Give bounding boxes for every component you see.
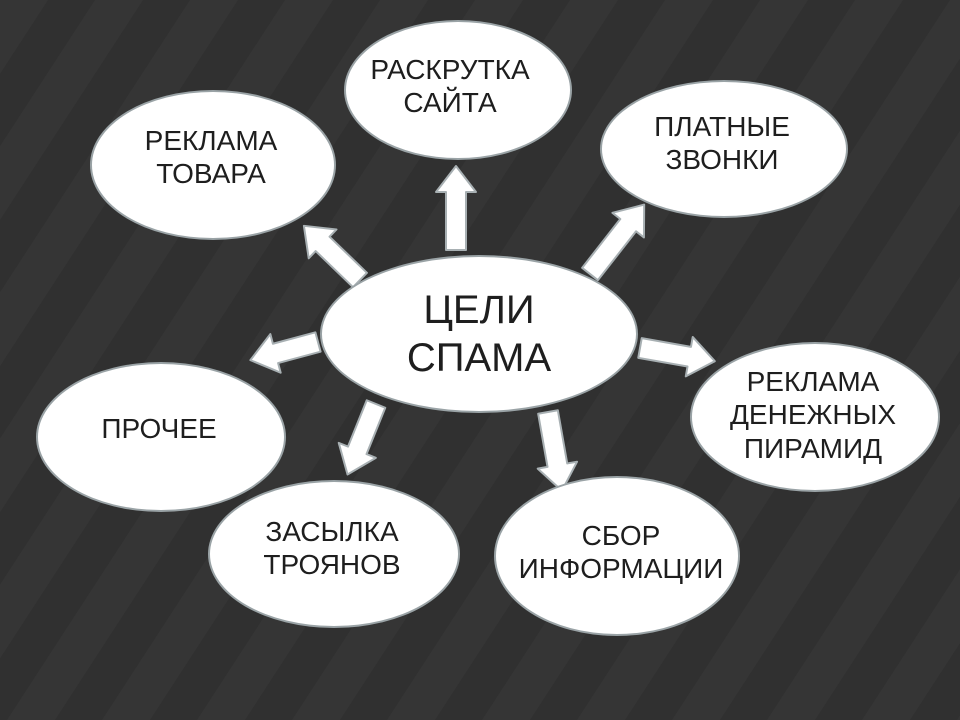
node-other: ПРОЧЕЕ [36,362,286,512]
node-pyramid-ads-line2: ДЕНЕЖНЫХ [729,399,897,431]
node-info-collection-line1: СБОР [581,519,661,551]
node-trojans-line2: ТРОЯНОВ [263,549,401,580]
arrow-to-trojans [337,399,387,476]
background-stripe [0,0,143,221]
node-site-promotion-line2: САЙТА [403,87,497,118]
node-pyramid-ads: РЕКЛАМА ДЕНЕЖНЫХ ПИРАМИД [690,342,940,492]
arrow-to-site-promotion [435,165,477,251]
background-stripe [0,0,48,74]
arrow-to-info-collection [536,409,579,492]
background-stripe [862,569,960,720]
node-paid-calls-line1: ПЛАТНЫЕ [654,110,790,142]
arrow-to-pyramid-ads [637,335,716,378]
node-product-ads-line1: РЕКЛАМА [144,124,278,156]
center-line2: СПАМА [406,336,552,380]
node-trojans: ЗАСЫЛКА ТРОЯНОВ [208,480,460,628]
background-stripe [957,715,960,720]
node-center-spam-goals: ЦЕЛИ СПАМА [320,255,638,413]
node-info-collection: СБОР ИНФОРМАЦИИ [494,476,740,636]
node-site-promotion: РАСКРУТКА САЙТА [344,20,572,160]
arrow-to-other [249,331,322,374]
node-product-ads: РЕКЛАМА ТОВАРА [90,90,336,240]
node-paid-calls: ПЛАТНЫЕ ЗВОНКИ [600,80,848,218]
node-paid-calls-line2: ЗВОНКИ [665,144,779,175]
arrow-to-paid-calls [581,203,646,282]
node-pyramid-ads-line1: РЕКЛАМА [746,366,880,398]
arrow-to-product-ads [302,224,368,289]
node-info-collection-line2: ИНФОРМАЦИИ [518,553,724,584]
center-line1: ЦЕЛИ [423,288,535,332]
node-site-promotion-line1: РАСКРУТКА [370,53,530,85]
background-stripe [767,423,960,720]
node-trojans-line1: ЗАСЫЛКА [265,515,399,547]
node-pyramid-ads-line3: ПИРАМИД [743,432,883,464]
node-other-line1: ПРОЧЕЕ [101,413,217,445]
node-product-ads-line2: ТОВАРА [156,158,266,189]
